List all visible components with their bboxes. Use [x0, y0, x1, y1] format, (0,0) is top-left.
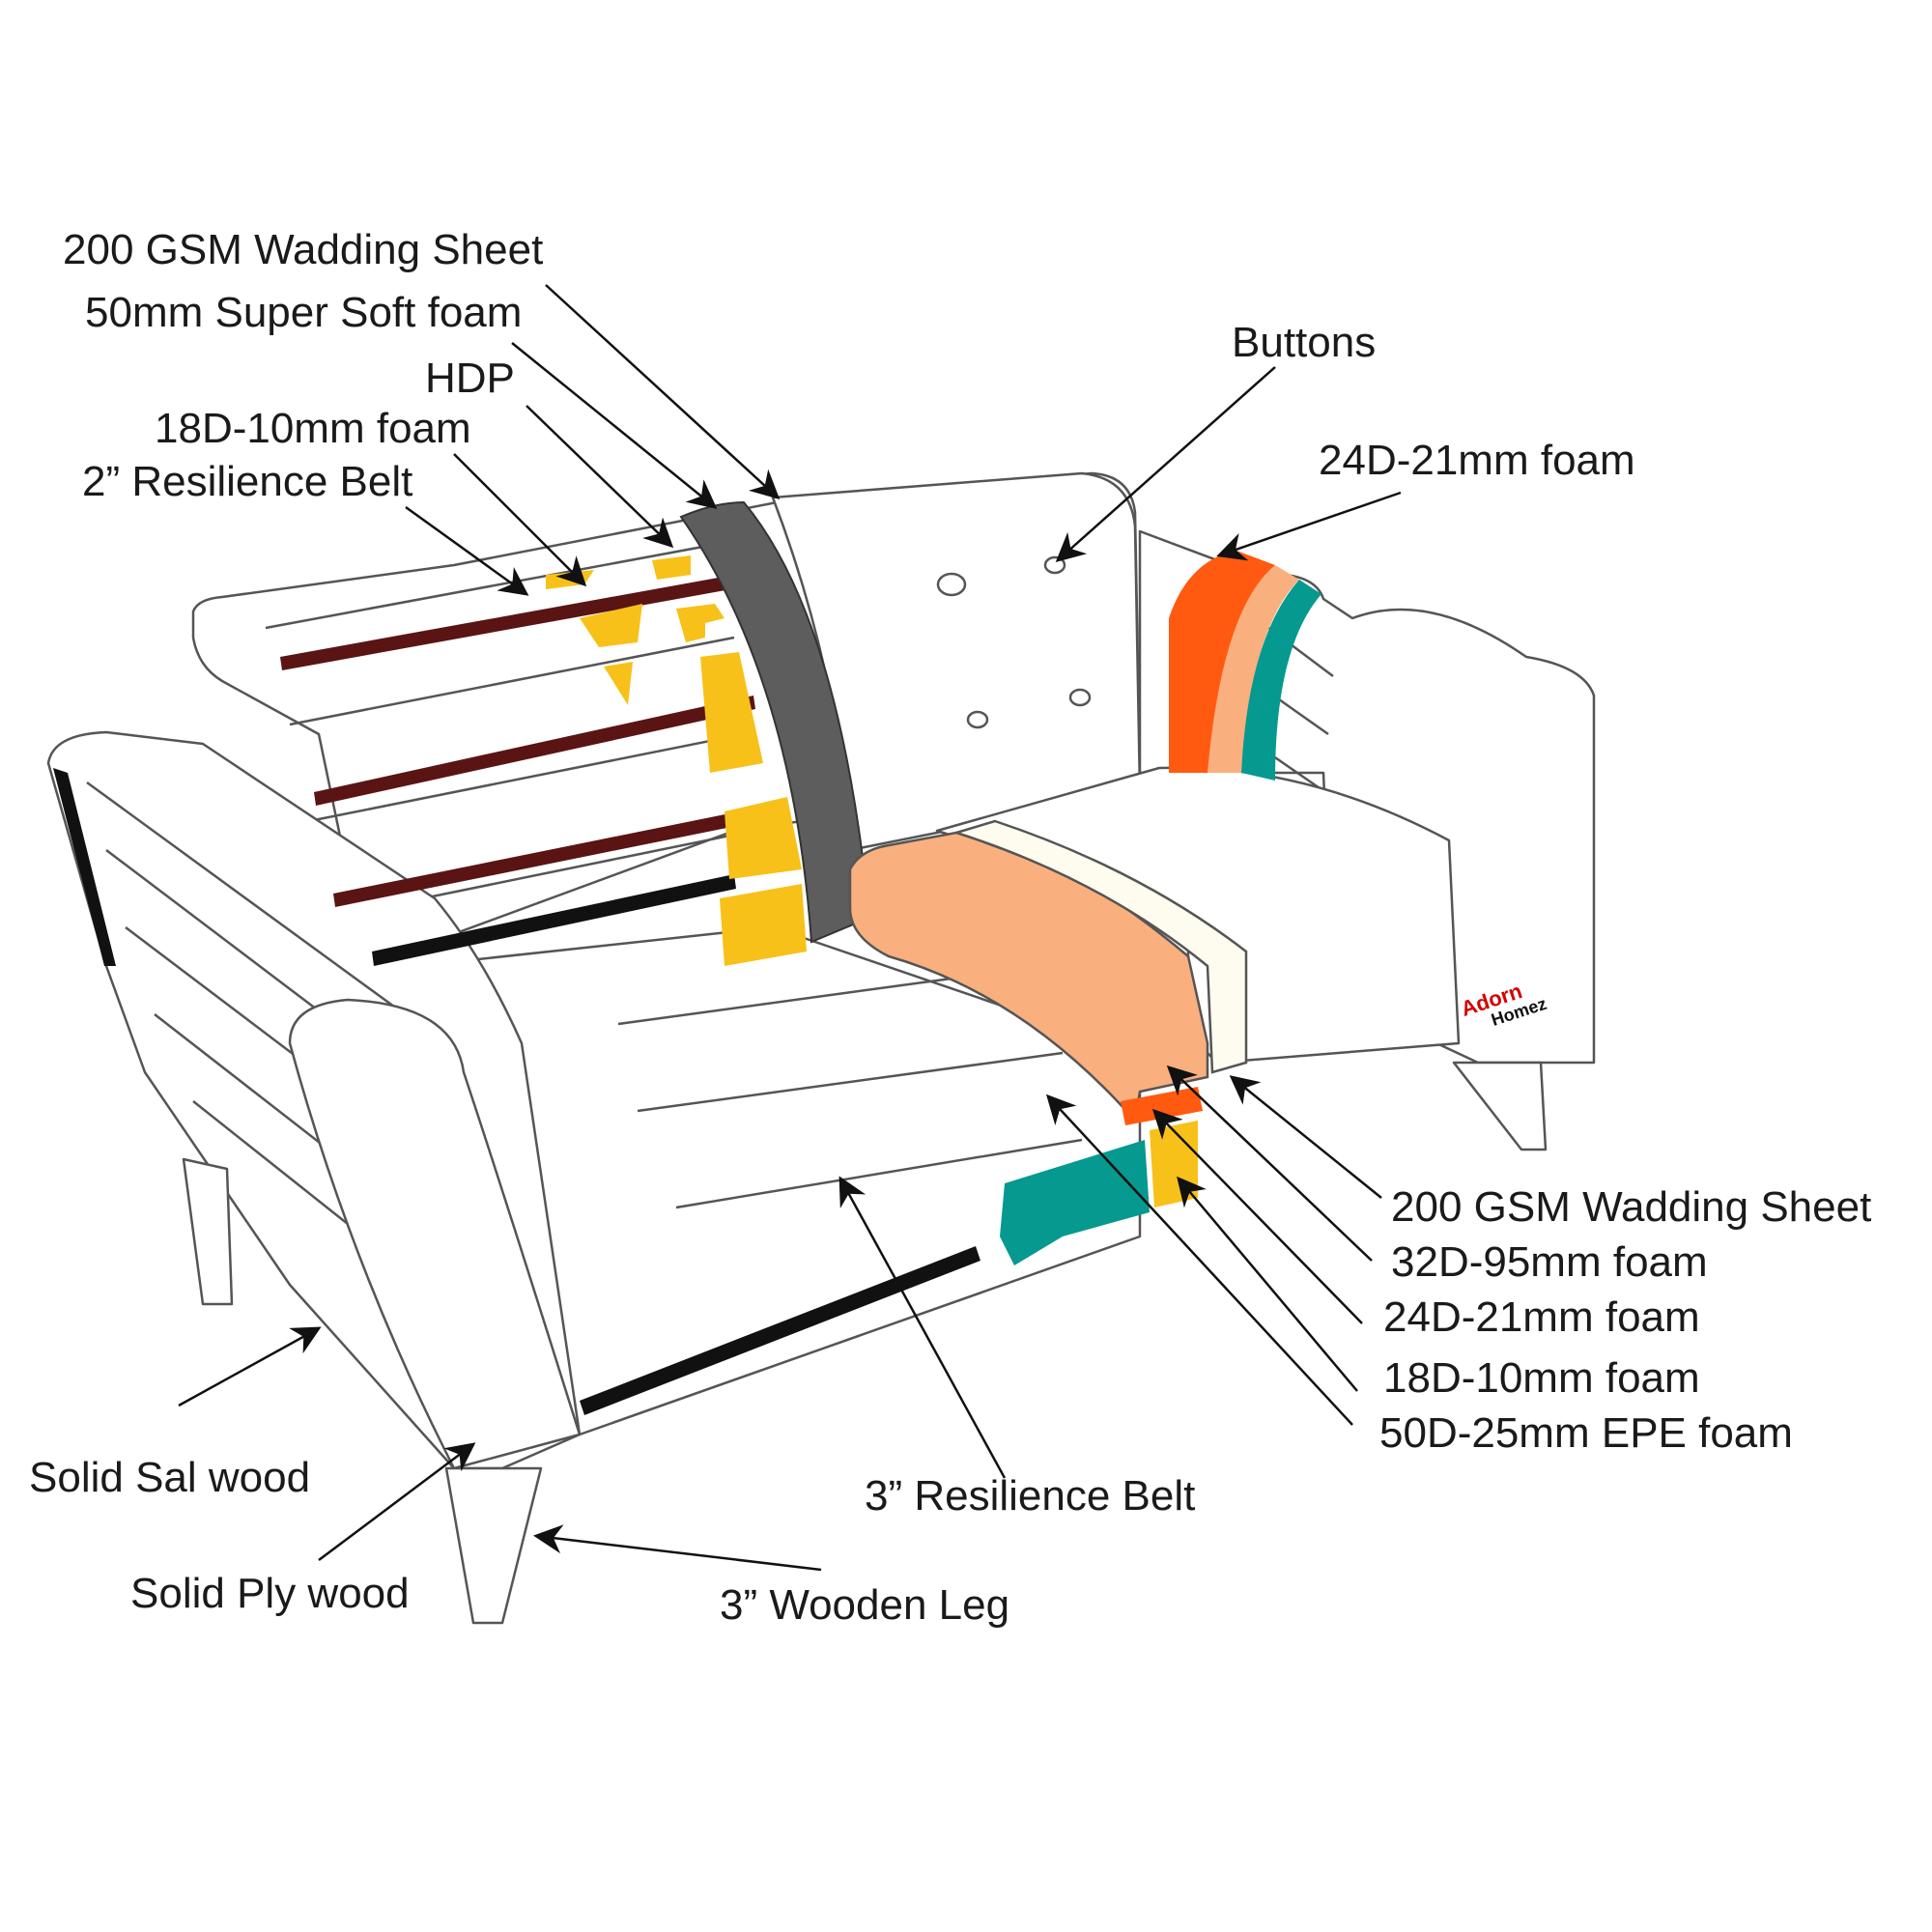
label-3in-belt: 3” Resilience Belt [865, 1472, 1196, 1520]
leader-24d-seat [1151, 1108, 1363, 1324]
leader-18d-back [453, 453, 587, 587]
back-belt [314, 696, 755, 806]
back-foam-18d [604, 662, 633, 705]
label-24d-seat: 24D-21mm foam [1383, 1293, 1700, 1341]
label-wooden-leg: 3” Wooden Leg [720, 1581, 1010, 1629]
label-wadding-seat: 200 GSM Wadding Sheet [1391, 1183, 1872, 1231]
leader-2in-belt [405, 505, 529, 596]
arm-foam-teal [1241, 580, 1321, 781]
leader-32d-seat [1166, 1065, 1373, 1262]
right-leg [1452, 1061, 1548, 1151]
leader-50d-epe [1045, 1094, 1353, 1426]
left-front-arm [288, 998, 582, 1470]
back-foam-18d [652, 555, 691, 580]
tufting-button [1043, 555, 1066, 575]
leader-sal-wood [178, 1326, 322, 1407]
tufting-button [966, 710, 989, 729]
arm-foam-24d [1169, 551, 1275, 773]
label-2in-belt: 2” Resilience Belt [82, 458, 413, 505]
back-slat [289, 636, 735, 726]
label-24d-arm: 24D-21mm foam [1319, 437, 1635, 484]
leader-18d-seat [1177, 1176, 1358, 1392]
back-belt [333, 807, 765, 907]
tufting-button [1068, 688, 1092, 707]
leader-wadding-back [545, 284, 781, 500]
label-super-soft-back: 50mm Super Soft foam [85, 289, 523, 336]
back-foam-18d [580, 604, 642, 647]
leader-super-soft-back [511, 342, 718, 509]
leader-wadding-seat [1229, 1075, 1382, 1199]
back-foam-18d [676, 604, 724, 642]
leader-wooden-leg [533, 1524, 822, 1572]
back-slat [308, 732, 745, 823]
leader-hdp [526, 405, 674, 549]
seat-foam-epe [1000, 1140, 1150, 1265]
tufting-button [936, 572, 967, 597]
back-belt [280, 575, 736, 670]
arm-foam-peach [1208, 565, 1299, 773]
label-18d-back: 18D-10mm foam [155, 405, 471, 452]
back-foam-18d [720, 884, 807, 966]
seat-foam-24d [1121, 1087, 1203, 1125]
seat-wadding [952, 819, 1248, 1074]
leader-24d-arm [1216, 491, 1402, 561]
seat-frame-line [675, 1138, 1083, 1209]
left-arm-slat [86, 781, 445, 1045]
label-buttons: Buttons [1232, 319, 1377, 366]
back-hdp-panel [679, 500, 871, 944]
leader-ply-wood [318, 1442, 476, 1561]
left-back-leg [182, 1157, 234, 1306]
label-ply-wood: Solid Ply wood [130, 1570, 410, 1617]
label-sal-wood: Solid Sal wood [29, 1454, 311, 1501]
back-black-strip [372, 874, 736, 966]
front-black-strip [580, 1246, 980, 1415]
left-arm-black-edge [53, 768, 116, 966]
leader-3in-belt [838, 1176, 1007, 1479]
label-wadding-back: 200 GSM Wadding Sheet [63, 226, 544, 273]
back-foam-18d [700, 652, 763, 773]
left-front-leg [444, 1466, 543, 1625]
leader-buttons [1055, 366, 1276, 562]
seat-frame-line [637, 1051, 1064, 1113]
back-foam-18d [724, 797, 802, 879]
label-hdp: HDP [425, 355, 515, 402]
label-18d-seat: 18D-10mm foam [1383, 1354, 1700, 1402]
label-50d-epe: 50D-25mm EPE foam [1379, 1409, 1793, 1457]
label-32d-seat: 32D-95mm foam [1391, 1238, 1708, 1286]
